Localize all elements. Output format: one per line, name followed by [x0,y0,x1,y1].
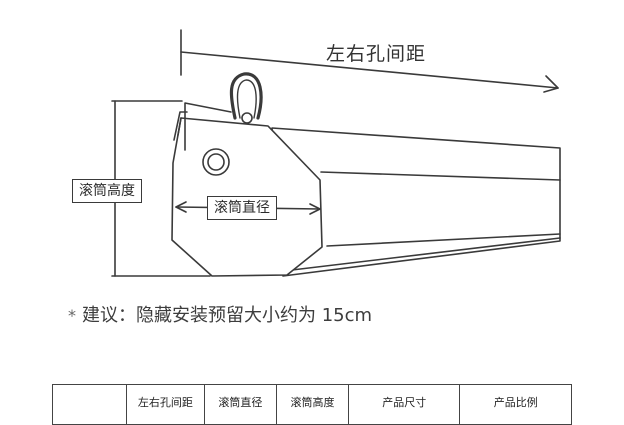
table-header-cell: 产品尺寸 [348,384,461,425]
table-header-cell: 滚筒直径 [203,384,277,425]
asterisk-icon: * [68,306,76,325]
diameter-arrow-left [175,201,187,213]
install-note: * 建议：隐藏安装预留大小约为 15cm [68,301,372,327]
tube-edge-top [320,171,561,181]
hole-spacing-arrowhead [543,75,559,93]
bracket-inner [173,111,188,141]
hook-inner [236,79,257,119]
spec-table-header-row: 左右孔间距 滚筒直径 滚筒高度 产品尺寸 产品比例 [52,384,572,425]
hook [229,72,263,120]
diameter-arrow-right [309,203,321,215]
tube-height-label: 滚筒高度 [72,179,142,203]
bracket-slot [177,117,182,136]
hole-spacing-label: 左右孔间距 [326,43,427,65]
spec-table: 左右孔间距 滚筒直径 滚筒高度 产品尺寸 产品比例 [52,384,572,425]
hook-pin [241,112,253,124]
table-header-cell: 滚筒高度 [275,384,350,425]
tube-edge-bottom [326,233,561,247]
axle-outer [202,148,230,176]
table-header-cell: 左右孔间距 [125,384,205,425]
table-header-cell [52,384,127,425]
tube-inner-bottom [291,237,561,271]
hole-spacing-line [180,51,559,89]
bracket [184,102,232,151]
table-header-cell: 产品比例 [459,384,572,425]
axle-inner [207,153,225,171]
install-note-text: 建议：隐藏安装预留大小约为 15cm [82,305,373,326]
roller-blind-diagram [111,29,561,277]
tube-diameter-label: 滚筒直径 [207,196,277,220]
